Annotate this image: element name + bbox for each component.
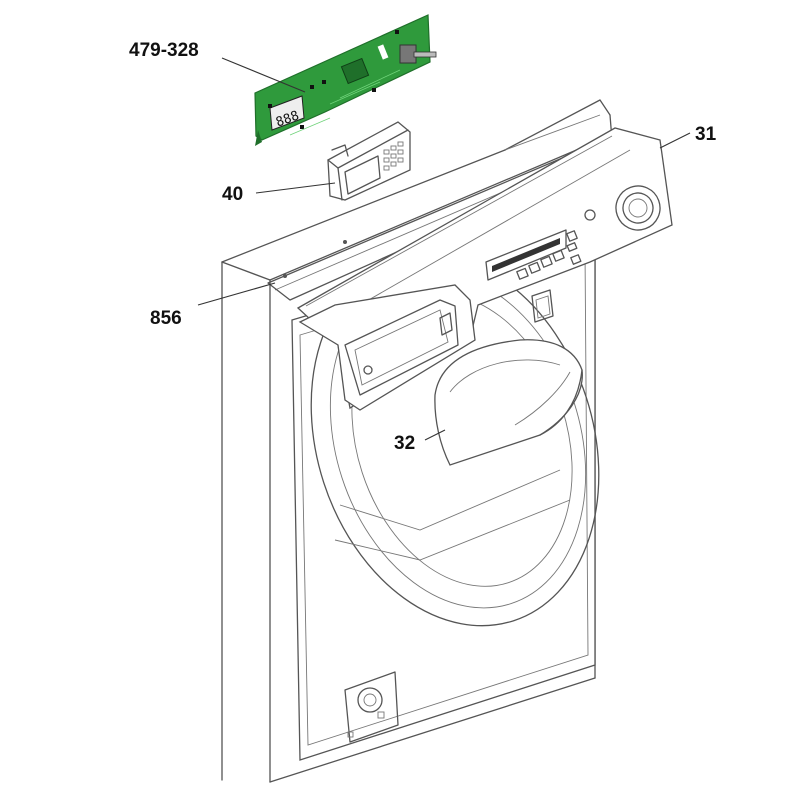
- callout-479-328: 479-328: [129, 40, 199, 61]
- control-panel: [296, 127, 673, 411]
- leader-40: [255, 182, 336, 194]
- leader-479-328: [221, 57, 306, 93]
- callout-31: 31: [695, 124, 717, 145]
- leader-lines: [197, 57, 691, 441]
- leader-31: [659, 132, 691, 149]
- callout-856: 856: [150, 308, 182, 329]
- panel-buttons: [516, 230, 578, 280]
- door-handle: [434, 339, 583, 466]
- leader-856: [197, 282, 276, 306]
- display-module-keys: [383, 141, 404, 171]
- pcb-board: 888: [254, 14, 437, 146]
- pcb-encoder: [399, 44, 437, 64]
- callouts: 479-328 40 856 31 32: [129, 40, 717, 454]
- leader-32: [424, 429, 446, 441]
- display-module: [327, 121, 411, 201]
- callout-32: 32: [394, 433, 415, 454]
- detergent-drawer: [298, 284, 476, 411]
- callout-40: 40: [222, 184, 243, 205]
- program-knob: [615, 185, 661, 231]
